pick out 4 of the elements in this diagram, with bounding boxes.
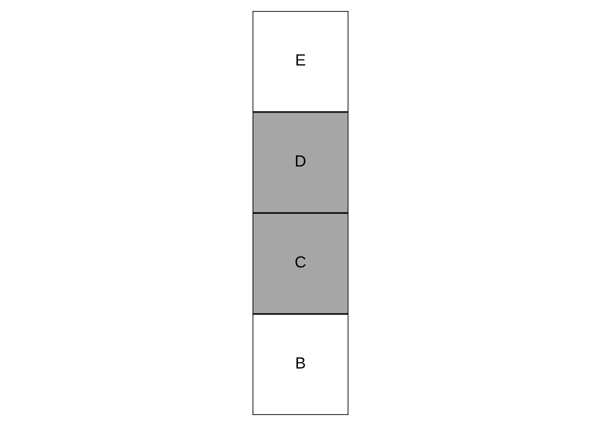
- node-box: C: [252, 213, 348, 314]
- node-box: D: [252, 112, 348, 213]
- node-box: B: [252, 314, 348, 415]
- node-box: E: [252, 11, 348, 112]
